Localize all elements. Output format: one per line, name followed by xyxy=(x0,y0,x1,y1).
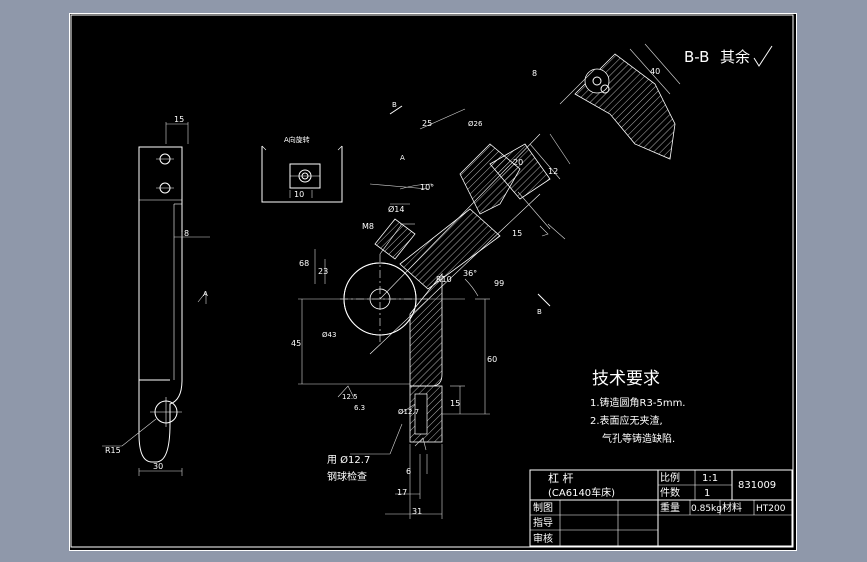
dim-m8: M8 xyxy=(362,222,374,231)
scale-label: 比例 xyxy=(660,471,680,484)
dim-12: 12 xyxy=(548,167,558,176)
dim-6-3: 6.3 xyxy=(354,404,365,412)
drawing-sheet: 15 8 R15 30 A A向旋转 10 xyxy=(69,13,797,551)
dim-8b: 8 xyxy=(532,69,537,78)
title-block xyxy=(529,469,793,547)
qty-label: 件数 xyxy=(660,486,680,499)
dim-23: 23 xyxy=(318,267,328,276)
dim-6: 6 xyxy=(406,467,411,476)
side-view xyxy=(102,122,210,476)
scale-value: 1:1 xyxy=(702,473,718,484)
dim-10deg: 10° xyxy=(420,183,434,192)
inner-border xyxy=(70,14,794,548)
dim-60: 60 xyxy=(487,355,497,364)
requirement-2: 2.表面应无夹渣, xyxy=(590,414,663,427)
weight-value: 0.85kg xyxy=(691,504,722,514)
dim-31: 31 xyxy=(412,507,422,516)
material-value: HT200 xyxy=(756,504,786,514)
dim-26: Ø26 xyxy=(468,120,483,128)
surface-note: 其余 xyxy=(720,48,750,66)
main-view xyxy=(298,105,571,519)
drawing-number: 831009 xyxy=(738,480,776,491)
weight-label: 重量 xyxy=(660,501,680,514)
requirement-1: 1.铸造圆角R3-5mm. xyxy=(590,396,685,409)
label-b-top: B xyxy=(392,101,397,109)
part-name: 杠 杆 xyxy=(548,471,574,485)
dim-99: 99 xyxy=(494,279,504,288)
dim-36deg: 36° xyxy=(463,269,477,278)
dim-43: Ø43 xyxy=(322,331,336,339)
ball-note-line2: 钢球检查 xyxy=(327,470,367,483)
ball-note-line1: 用 Ø12.7 xyxy=(327,454,370,466)
dim-45: 45 xyxy=(291,339,301,348)
dim-8: 8 xyxy=(184,229,189,238)
dim-12-7: Ø12.7 xyxy=(398,408,419,416)
label-a-side: A xyxy=(203,290,208,298)
dim-r15: R15 xyxy=(105,446,121,455)
dim-r10: R10 xyxy=(436,275,452,284)
dim-68: 68 xyxy=(299,259,309,268)
dim-15-top: 15 xyxy=(174,115,184,124)
requirements-title: 技术要求 xyxy=(592,369,660,389)
dim-40: 40 xyxy=(650,67,660,76)
drawn-label: 制图 xyxy=(533,501,553,514)
dim-15-side: 15 xyxy=(450,399,460,408)
dim-10: 10 xyxy=(294,190,304,199)
dim-17: 17 xyxy=(397,488,407,497)
qty-value: 1 xyxy=(704,488,710,499)
section-b-b xyxy=(559,43,681,160)
label-b-bottom: B xyxy=(537,308,542,316)
requirement-3: 气孔等铸造缺陷. xyxy=(602,432,675,445)
dim-14: Ø14 xyxy=(388,204,404,214)
a-rotated-view xyxy=(261,145,343,203)
dim-30: 30 xyxy=(153,462,163,471)
roughness-symbol xyxy=(753,45,773,67)
label-a-mark: A xyxy=(400,154,405,162)
machine-name: (CA6140车床) xyxy=(548,486,615,499)
view-note-a: A向旋转 xyxy=(284,135,310,144)
material-label: 材料 xyxy=(722,501,742,514)
cad-drawing: 15 8 R15 30 A A向旋转 10 xyxy=(70,14,794,548)
dim-12-5: 12.5 xyxy=(342,393,358,401)
dim-25: 25 xyxy=(422,119,432,128)
section-label: B-B xyxy=(684,48,709,66)
dim-15b: 15 xyxy=(512,229,522,238)
guide-label: 指导 xyxy=(533,516,553,529)
dim-20: 20 xyxy=(513,158,523,167)
review-label: 审核 xyxy=(533,532,553,545)
